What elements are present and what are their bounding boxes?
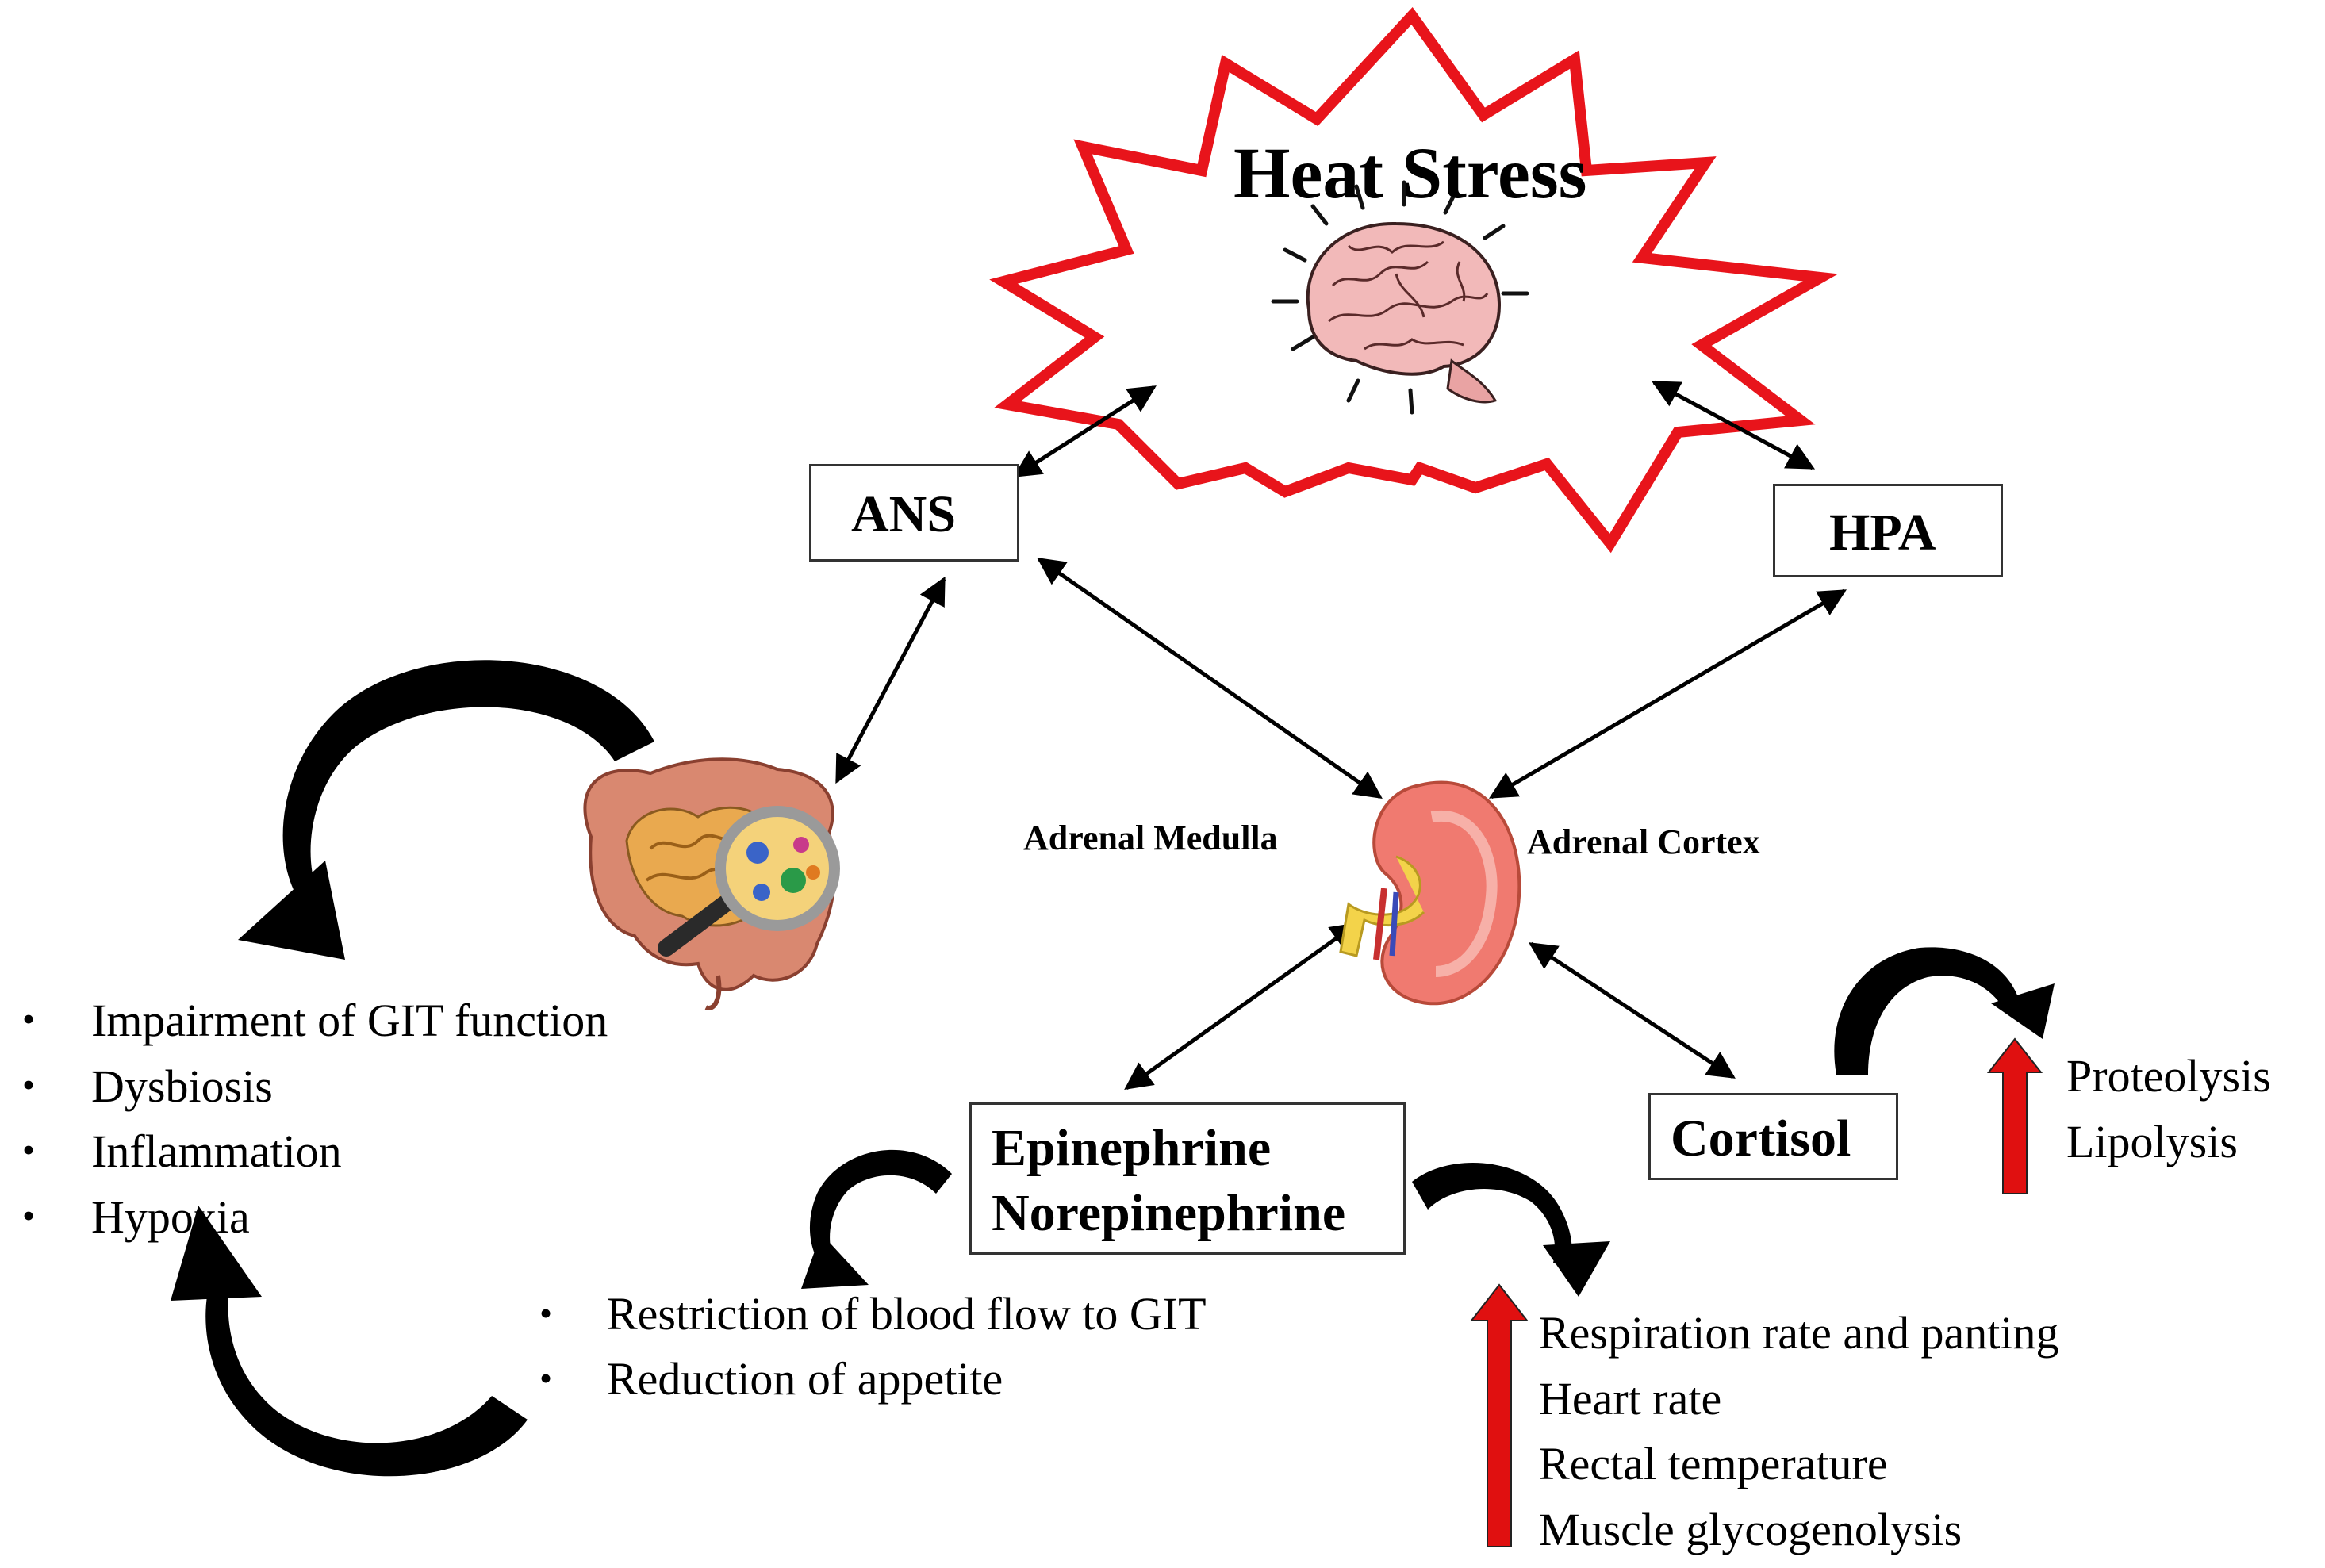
list-item: Rectal temperature	[1539, 1438, 1888, 1489]
cortisol-label: Cortisol	[1671, 1110, 1851, 1167]
cortisol-box: Cortisol	[1648, 1093, 1898, 1180]
arrow-adrenal-epinephrine	[1124, 922, 1359, 1091]
kidney-icon	[1339, 780, 1521, 1006]
list-item: Dysbiosis	[91, 1060, 273, 1112]
curved-arrow-head	[1543, 1241, 1610, 1297]
list-item: Proteolysis	[2066, 1050, 2271, 1102]
hpa-label: HPA	[1829, 504, 1936, 562]
adrenal-cortex-label: Adrenal Cortex	[1527, 822, 1760, 861]
up-arrow-icon	[1986, 1037, 2043, 1194]
arrow-ans-heatstress	[1013, 385, 1157, 478]
magnifier-icon	[658, 806, 840, 957]
norepinephrine-label: Norepinephrine	[992, 1184, 1346, 1242]
bullet: •	[22, 1064, 36, 1105]
bullet: •	[539, 1358, 553, 1398]
hpa-box: HPA	[1773, 484, 2003, 577]
bullet: •	[22, 999, 36, 1039]
bullet: •	[22, 1195, 36, 1236]
arrow-heatstress-hpa	[1651, 380, 1816, 470]
connector-arrows	[834, 380, 1847, 1091]
curved-arrow-icon	[1834, 947, 2019, 1075]
curved-arrow-head	[801, 1233, 869, 1289]
arrow-adrenal-cortisol	[1529, 941, 1736, 1079]
list-item: Inflammation	[91, 1125, 342, 1177]
arrow-ans-adrenal	[1037, 557, 1383, 799]
epinephrine-box: Epinephrine Norepinephrine	[969, 1102, 1406, 1255]
list-item: Respiration rate and panting	[1539, 1307, 2059, 1359]
heat-stress-title: Heat Stress	[1233, 132, 1587, 213]
arrow-ans-gut	[834, 576, 946, 784]
list-item: Hypoxia	[91, 1191, 250, 1243]
list-item: Heart rate	[1539, 1373, 1722, 1424]
adrenal-medulla-label: Adrenal Medulla	[1023, 819, 1278, 857]
epinephrine-label: Epinephrine	[992, 1119, 1272, 1177]
brain-icon	[1271, 180, 1529, 415]
curved-arrow-icon	[809, 1149, 952, 1265]
curved-arrows	[171, 660, 2055, 1477]
bullet: •	[539, 1293, 553, 1333]
list-item: Muscle glycogenolysis	[1539, 1504, 1962, 1555]
bullet: •	[22, 1129, 36, 1170]
curved-arrow-icon	[205, 1269, 528, 1477]
ans-label: ANS	[851, 485, 957, 543]
list-item: Reduction of appetite	[607, 1353, 1003, 1405]
arrow-hpa-adrenal	[1488, 588, 1847, 799]
list-item: Impairment of GIT function	[91, 995, 608, 1046]
curved-arrow-icon	[1412, 1163, 1572, 1269]
curved-arrow-head	[238, 861, 345, 960]
up-arrow-icon	[1469, 1283, 1529, 1547]
ans-box: ANS	[809, 464, 1019, 562]
curved-arrow-icon	[282, 660, 654, 904]
curved-arrow-head	[171, 1206, 262, 1301]
list-item: Lipolysis	[2066, 1116, 2238, 1167]
curved-arrow-head	[1991, 983, 2055, 1039]
list-item: Restriction of blood flow to GIT	[607, 1288, 1207, 1340]
